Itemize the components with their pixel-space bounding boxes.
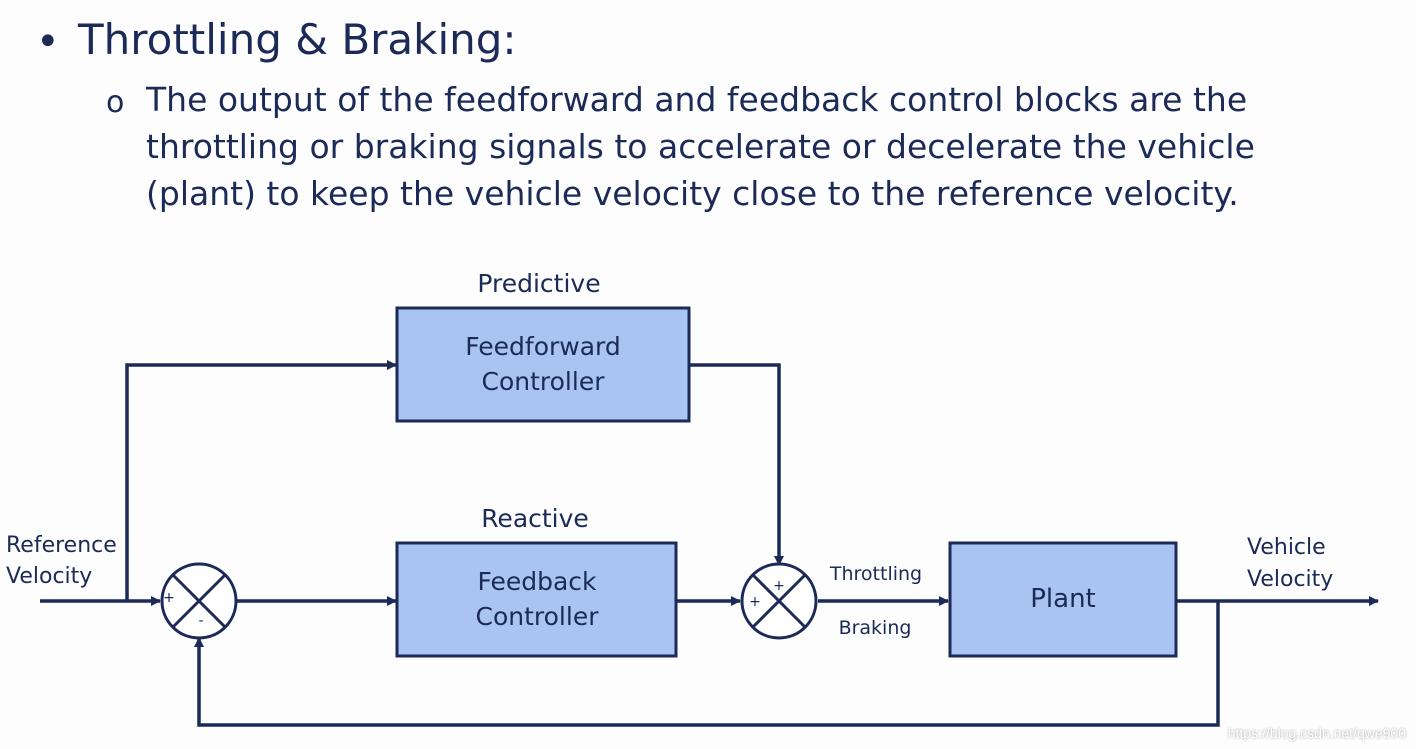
sub-bullet-marker: o: [106, 85, 125, 120]
watermark-text: https://blog.csdn.net/qwe900: [1227, 725, 1406, 741]
feedback-block: [395, 541, 678, 658]
feedforward-output-line: [690, 363, 784, 566]
summing-junction-2: [740, 562, 818, 640]
sum2-sign-left: +: [749, 594, 761, 610]
summing-junction-1: [160, 562, 238, 640]
plant-label: Plant: [1030, 584, 1096, 614]
braking-label: Braking: [839, 617, 912, 639]
output-label-1: Vehicle: [1247, 535, 1326, 560]
sum1-sign-plus: +: [163, 590, 175, 606]
feedforward-block: [395, 306, 691, 423]
output-label-2: Velocity: [1247, 567, 1333, 592]
reactive-label: Reactive: [481, 504, 589, 533]
body-line-2: throttling or braking signals to acceler…: [146, 127, 1255, 166]
feedforward-label-2: Controller: [482, 367, 606, 396]
feedback-label-1: Feedback: [477, 567, 597, 596]
body-line-3: (plant) to keep the vehicle velocity clo…: [146, 174, 1239, 213]
predictive-label: Predictive: [477, 269, 600, 298]
feedback-label-2: Controller: [476, 602, 600, 631]
bullet-dot: •: [36, 19, 60, 65]
throttling-label: Throttling: [829, 563, 922, 585]
feedforward-label-1: Feedforward: [465, 332, 621, 361]
input-label-1: Reference: [6, 533, 117, 558]
feedback-loop-line: [194, 601, 1220, 727]
input-label-2: Velocity: [6, 564, 92, 589]
plant-block: [948, 541, 1178, 658]
feedforward-input-line: [125, 360, 397, 601]
slide-body: The output of the feedforward and feedba…: [146, 76, 1346, 217]
slide-heading: Throttling & Braking:: [78, 15, 517, 64]
sum1-sign-minus: -: [198, 613, 203, 629]
body-line-1: The output of the feedforward and feedba…: [146, 80, 1248, 119]
sum2-sign-top: +: [773, 578, 785, 594]
